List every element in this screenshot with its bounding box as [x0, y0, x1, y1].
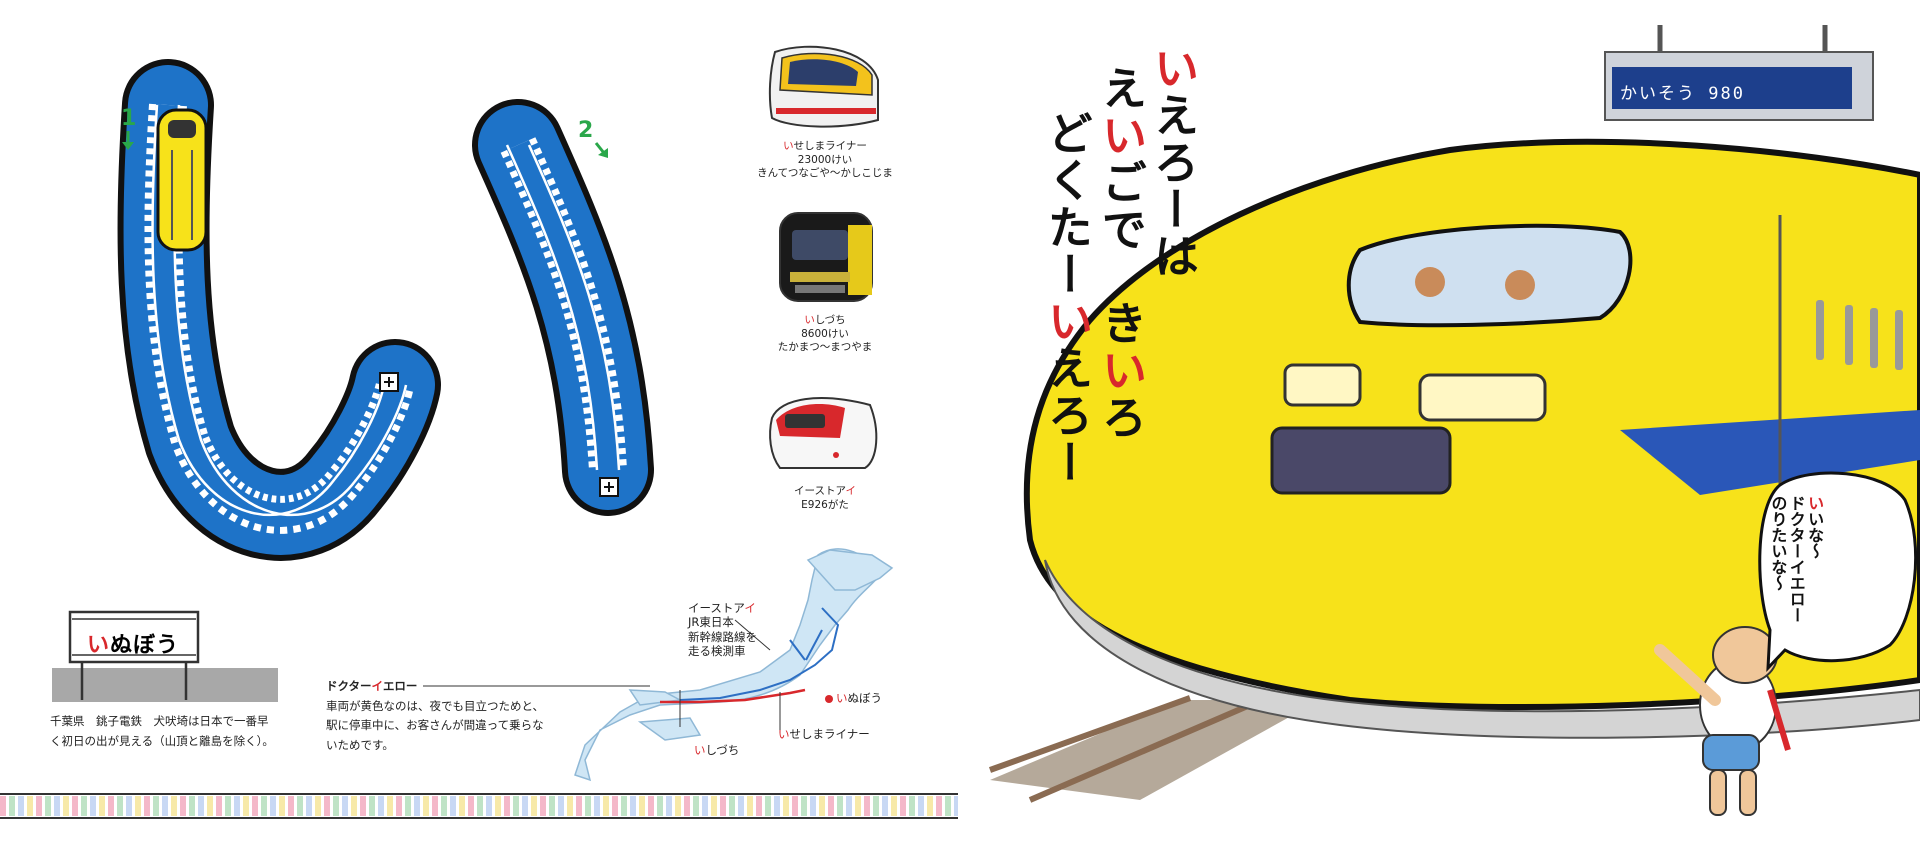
hiragana-i-stroke-1-track: [117, 59, 441, 561]
title-accent: い: [1040, 298, 1093, 345]
map-label-part: イーストア: [688, 601, 745, 615]
dr-yellow-body-line: 車両が黄色なのは、夜でも目立つためと、: [326, 698, 545, 713]
hiragana-i-stroke-2-track: [472, 99, 654, 516]
title-accent: い: [1094, 347, 1147, 394]
dr-yellow-body-line: 駅に停車中に、お客さんが間違って乗らな: [326, 718, 544, 733]
title-part: どくたー: [1040, 110, 1093, 298]
stroke-number-1: 1: [121, 106, 137, 131]
inubou-station-sign: [52, 610, 278, 702]
title-line-1: いえろーは: [1146, 45, 1199, 280]
station-sign-label: いぬぼう: [82, 627, 184, 659]
japan-route-map: [328, 548, 894, 782]
map-label-accent: イ: [744, 601, 756, 615]
caption-model: 8600けい: [801, 327, 849, 340]
caption-iseshima-liner: いせしまライナー 23000けい きんてつなごや〜かしこじま: [740, 140, 910, 181]
map-label-accent: い: [836, 691, 848, 705]
caption-east-i: イーストアイ E926がた: [770, 485, 880, 512]
bottom-rail-sleepers: [0, 796, 958, 816]
map-label-line: JR東日本: [688, 615, 734, 630]
dr-yellow-mini-train: [156, 108, 208, 252]
heading-part: エロー: [382, 679, 418, 693]
heading-part: ドクター: [326, 679, 372, 693]
map-label-part: しづち: [705, 743, 740, 757]
dog-character: [1654, 626, 1791, 816]
caption-model: 23000けい: [797, 153, 853, 166]
stroke-1-buffer-stop: [379, 372, 399, 392]
caption-model: E926がた: [801, 498, 849, 511]
title-part: ごで き: [1094, 159, 1147, 347]
speech-part: いな〜: [1805, 511, 1825, 559]
caption-route: たかまつ〜まつやま: [777, 341, 873, 354]
title-part: え: [1094, 65, 1147, 112]
map-label-ishizuchi: いしづち: [694, 743, 739, 757]
station-note-line: 千葉県 銚子電鉄 犬吠埼は日本で一番早: [50, 714, 269, 728]
caption-route: きんてつなごや〜かしこじま: [757, 167, 893, 180]
iseshima-liner-illustration: [768, 45, 879, 128]
caption-accent: い: [804, 314, 815, 326]
caption-accent: イ: [845, 485, 856, 497]
east-i-illustration: [769, 397, 878, 469]
stroke-2-arrow-icon: [594, 142, 608, 158]
caption-name: イーストア: [794, 485, 846, 497]
map-label-accent: い: [694, 743, 706, 757]
caption-name: せしまライナー: [793, 140, 867, 152]
train-rails: [988, 695, 1320, 803]
speech-bubble-text: いいな〜 ドクターイエロー のりたいな〜: [1768, 495, 1825, 655]
caption-ishizuchi: いしづち 8600けい たかまつ〜まつやま: [760, 314, 890, 355]
title-accent: い: [1146, 45, 1199, 92]
title-accent: い: [1094, 112, 1147, 159]
map-label-line: 新幹線路線を: [688, 629, 757, 644]
heading-accent: イ: [371, 679, 383, 693]
ishizuchi-train-illustration: [779, 212, 873, 302]
destination-board-label: かいそう 980: [1620, 84, 1745, 104]
dr-yellow-body-line: いためです。: [326, 737, 394, 752]
dr-yellow-note: ドクターイエロー 車両が黄色なのは、夜でも目立つためと、 駅に停車中に、お客さん…: [326, 677, 544, 755]
title-part: えろーは: [1146, 92, 1199, 280]
map-label-inubou: いぬぼう: [836, 691, 882, 705]
speech-accent: い: [1805, 495, 1825, 511]
caption-accent: い: [783, 140, 794, 152]
destination-board: [1604, 25, 1874, 121]
station-note: 千葉県 銚子電鉄 犬吠埼は日本で一番早 く初日の出が見える（山頂と離島を除く）。: [50, 712, 274, 751]
speech-part: ドクターイエロー: [1786, 495, 1806, 623]
speech-part: のりたいな〜: [1768, 495, 1788, 591]
stroke-1-arrow-icon: [122, 131, 134, 150]
map-label-part: せしまライナー: [789, 727, 870, 741]
map-label-iseshima: いせしまライナー: [778, 727, 870, 741]
station-note-line: く初日の出が見える（山頂と離島を除く）。: [50, 733, 274, 748]
dr-yellow-heading: ドクターイエロー: [326, 677, 424, 697]
title-line-2: えいごで きいろ: [1094, 65, 1147, 441]
speech-bubble: [1758, 471, 1918, 672]
title-part: ろ: [1094, 394, 1147, 441]
stroke-number-2: 2: [578, 118, 594, 143]
title-line-3: どくたーいえろー: [1040, 110, 1093, 486]
sign-accent: い: [86, 633, 110, 658]
title-part: えろー: [1040, 345, 1093, 486]
map-label-part: ぬぼう: [847, 691, 883, 705]
sign-rest: ぬぼう: [110, 633, 180, 658]
stroke-2-buffer-stop: [599, 477, 619, 497]
caption-name: しづち: [814, 314, 846, 326]
map-label-accent: い: [778, 727, 790, 741]
dr-yellow-shinkansen: [1023, 138, 1920, 739]
map-label-east-i: イーストアイ JR東日本 新幹線路線を 走る検測車: [688, 601, 757, 659]
map-label-line: 走る検測車: [688, 644, 746, 659]
